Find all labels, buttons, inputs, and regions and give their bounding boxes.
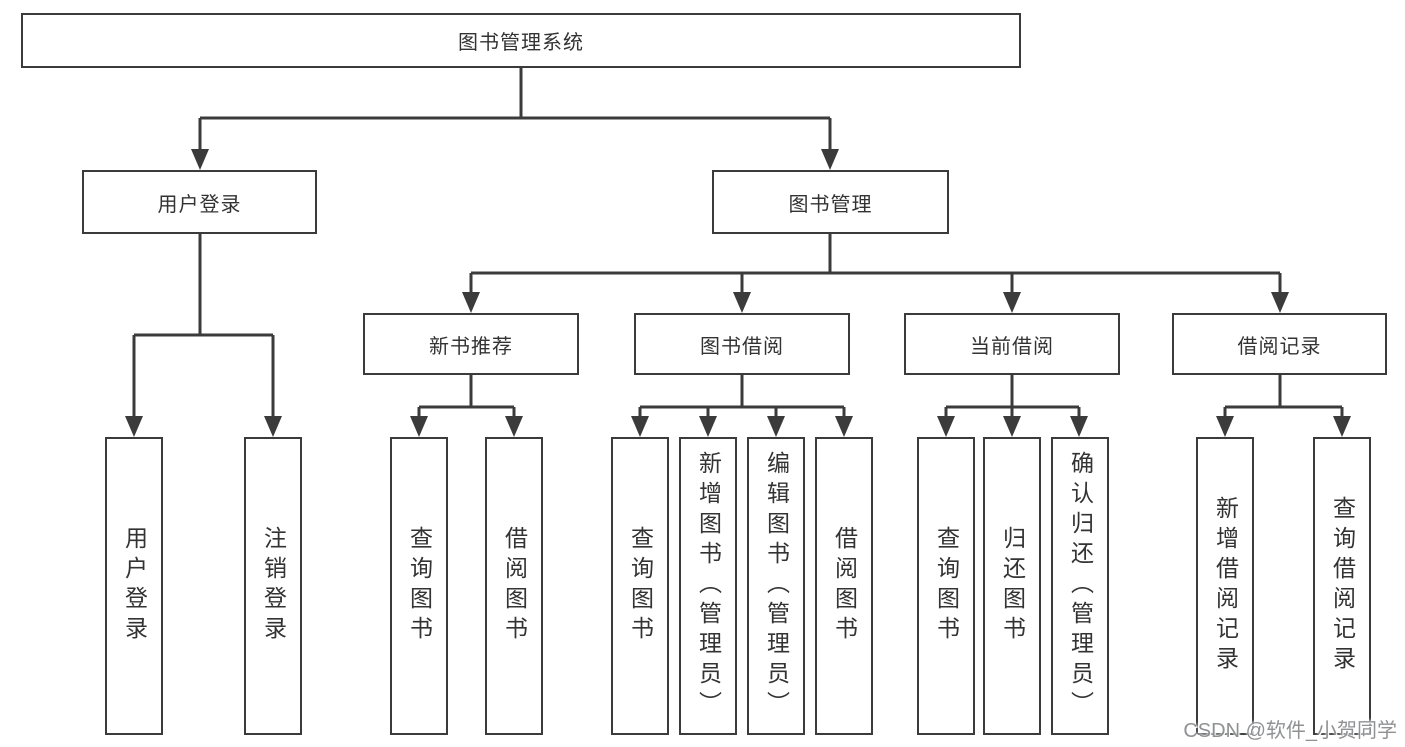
arrowhead-icon (1003, 416, 1021, 437)
arrowhead-icon (264, 416, 282, 437)
node-leaf-borrow-books-2: 借阅图书 (815, 437, 873, 735)
node-book-management-system: 图书管理系统 (21, 13, 1021, 68)
node-leaf-query-books-3: 查询图书 (917, 437, 975, 735)
node-leaf-logout: 注销登录 (244, 437, 302, 735)
node-new-book-recommend: 新书推荐 (363, 313, 579, 375)
node-label: 查询借阅记录 (1329, 496, 1356, 676)
arrowhead-icon (733, 292, 751, 313)
node-label: 借阅图书 (501, 526, 528, 646)
node-label: 注销登录 (260, 526, 287, 646)
node-book-borrowing: 图书借阅 (634, 313, 850, 375)
node-label: 借阅图书 (831, 526, 858, 646)
node-leaf-user-login: 用户登录 (105, 437, 163, 735)
node-leaf-query-borrow-record: 查询借阅记录 (1313, 437, 1371, 735)
connector-path (944, 375, 1081, 419)
arrowhead-icon (1070, 416, 1088, 437)
connector-path (469, 234, 1282, 296)
arrowhead-icon (1271, 292, 1289, 313)
arrowhead-icon (1003, 292, 1021, 313)
node-leaf-edit-books-admin: 编辑图书（管理员） (747, 437, 805, 735)
arrowhead-icon (767, 416, 785, 437)
connector-path (1223, 375, 1344, 419)
node-borrowing-records: 借阅记录 (1172, 313, 1387, 375)
node-label: 查询图书 (933, 526, 960, 646)
connector-path (198, 68, 832, 152)
node-label: 新增借阅记录 (1212, 496, 1239, 676)
node-label: 确认归还（管理员） (1067, 451, 1094, 721)
connector-path (417, 375, 516, 419)
arrowhead-icon (835, 416, 853, 437)
node-user-login: 用户登录 (82, 170, 317, 234)
node-label: 归还图书 (999, 526, 1026, 646)
arrowhead-icon (821, 149, 839, 170)
node-leaf-add-books-admin: 新增图书（管理员） (679, 437, 737, 735)
arrowhead-icon (699, 416, 717, 437)
connector-path (638, 375, 846, 419)
node-current-borrowing: 当前借阅 (904, 313, 1120, 375)
node-leaf-add-borrow-record: 新增借阅记录 (1196, 437, 1254, 735)
node-leaf-borrow-books-1: 借阅图书 (485, 437, 543, 735)
arrowhead-icon (191, 149, 209, 170)
node-label: 新增图书（管理员） (695, 451, 722, 721)
csdn-watermark: CSDN @软件_小贺同学 (1183, 720, 1397, 742)
arrowhead-icon (505, 416, 523, 437)
arrowhead-icon (937, 416, 955, 437)
node-leaf-query-books-1: 查询图书 (390, 437, 448, 735)
node-leaf-confirm-return-admin: 确认归还（管理员） (1051, 437, 1109, 735)
arrowhead-icon (462, 292, 480, 313)
node-label: 用户登录 (121, 526, 148, 646)
connector-path (132, 234, 275, 419)
arrowhead-icon (1333, 416, 1351, 437)
node-leaf-query-books-2: 查询图书 (611, 437, 669, 735)
arrowhead-icon (125, 416, 143, 437)
arrowhead-icon (1216, 416, 1234, 437)
node-label: 查询图书 (406, 526, 433, 646)
arrowhead-icon (631, 416, 649, 437)
node-leaf-return-books: 归还图书 (983, 437, 1041, 735)
arrowhead-icon (410, 416, 428, 437)
node-label: 查询图书 (627, 526, 654, 646)
node-label: 编辑图书（管理员） (763, 451, 790, 721)
node-book-management: 图书管理 (712, 170, 949, 234)
